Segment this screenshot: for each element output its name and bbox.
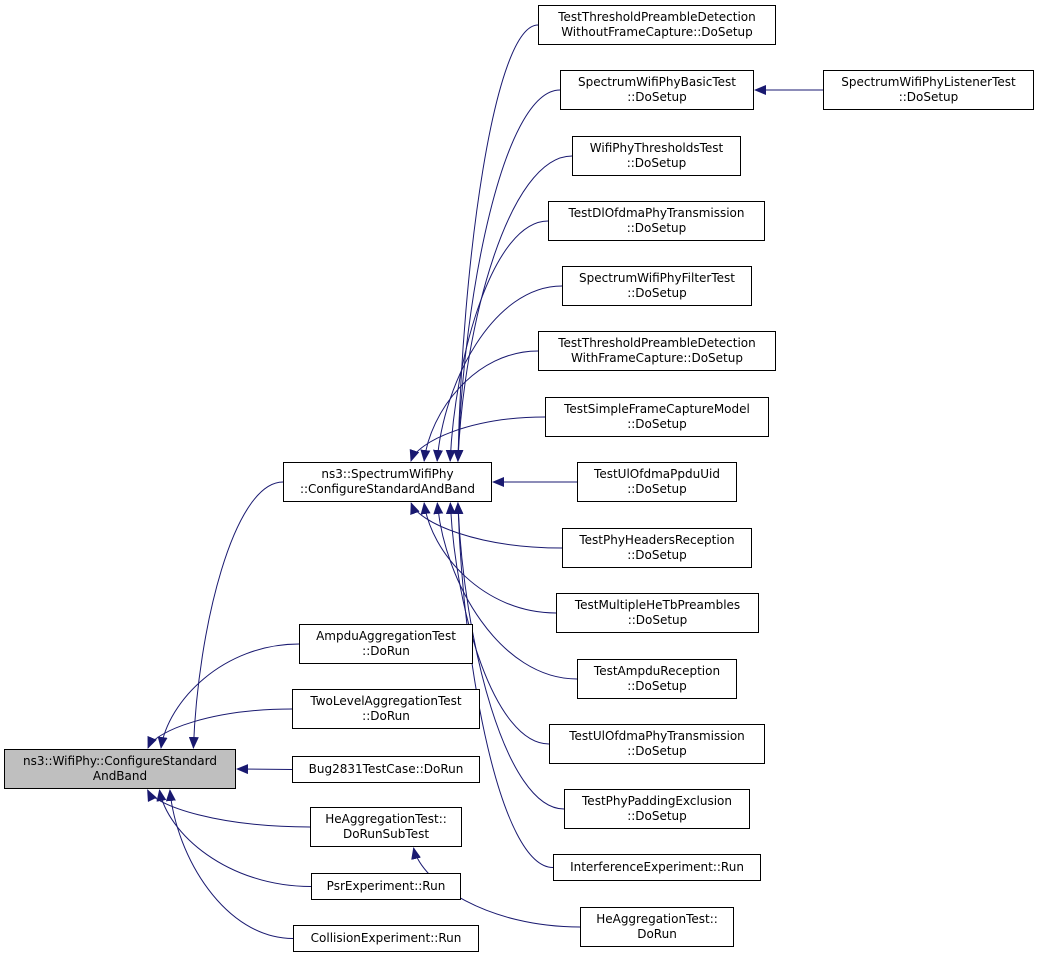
edge-n9-to-n1 [409, 416, 546, 462]
node-heaggregationtest-dorunsubtest[interactable]: HeAggregationTest:: DoRunSubTest [310, 807, 462, 847]
node-line2: AndBand [92, 769, 148, 783]
edge-n3-to-n1 [453, 89, 561, 462]
edge-n2-to-n1 [453, 24, 539, 462]
node-line2: ::DoSetup [627, 548, 687, 562]
edge-n23-to-n0 [165, 789, 294, 939]
node-line1: TestDlOfdmaPhyTransmission [568, 206, 745, 220]
node-line1: CollisionExperiment::Run [310, 931, 462, 945]
node-line1: HeAggregationTest:: [325, 812, 447, 826]
node-line1: TestUlOfdmaPpduUid [594, 467, 720, 481]
edge-n12-to-n1 [420, 502, 557, 614]
node-twolevelaggregationtest[interactable]: TwoLevelAggregationTest ::DoRun [292, 689, 480, 729]
node-line1: AmpduAggregationTest [316, 629, 456, 643]
node-line2: ::DoSetup [898, 90, 959, 104]
edge-n14-to-n1 [445, 502, 550, 745]
node-line1: ns3::SpectrumWifiPhy [321, 467, 454, 481]
node-line1: TestAmpduReception [593, 664, 721, 678]
node-line1: PsrExperiment::Run [326, 879, 446, 893]
node-testulofdmappduuid[interactable]: TestUlOfdmaPpduUid ::DoSetup [577, 462, 737, 502]
node-line2: WithoutFrameCapture::DoSetup [561, 25, 753, 39]
node-wifiphy-configurestandardandband[interactable]: ns3::WifiPhy::ConfigureStandard AndBand [4, 749, 236, 789]
node-line1: HeAggregationTest:: [596, 912, 718, 926]
edge-n17-to-n0 [157, 643, 300, 749]
node-line2: DoRun [637, 927, 677, 941]
edge-n18-to-n0 [147, 708, 293, 749]
node-testthresholdpreambledetection-withframecapture[interactable]: TestThresholdPreambleDetection WithFrame… [538, 331, 776, 371]
node-testphypaddingexclusion[interactable]: TestPhyPaddingExclusion ::DoSetup [564, 789, 750, 829]
edge-n21-to-n20 [411, 847, 581, 928]
edge-n22-to-n0 [156, 789, 312, 887]
node-line2: ::ConfigureStandardAndBand [299, 482, 476, 496]
node-spectrumwifiphylistenertest[interactable]: SpectrumWifiPhyListenerTest ::DoSetup [823, 70, 1034, 110]
edge-n11-to-n1 [410, 502, 563, 549]
node-line1: SpectrumWifiPhyBasicTest [578, 75, 736, 89]
node-line1: TestPhyPaddingExclusion [582, 794, 732, 808]
node-wifiphythresholdstest[interactable]: WifiPhyThresholdsTest ::DoSetup [572, 136, 741, 176]
edge-n5-to-n1 [453, 155, 573, 462]
node-line1: TestPhyHeadersReception [579, 533, 735, 547]
node-line2: ::DoSetup [627, 90, 687, 104]
node-line2: DoRunSubTest [342, 827, 430, 841]
node-testthresholdpreambledetection-withoutframecapture[interactable]: TestThresholdPreambleDetection WithoutFr… [538, 5, 776, 45]
node-line2: ::DoSetup [627, 286, 687, 300]
edge-n1-to-n0 [188, 481, 284, 749]
node-line1: ns3::WifiPhy::ConfigureStandard [23, 754, 217, 768]
node-line2: ::DoSetup [626, 221, 687, 235]
node-line2: ::DoSetup [627, 417, 687, 431]
edge-n8-to-n1 [420, 350, 539, 462]
edge-n20-to-n0 [147, 789, 311, 828]
node-testampdureception[interactable]: TestAmpduReception ::DoSetup [577, 659, 737, 699]
node-line2: ::DoRun [362, 709, 410, 723]
node-line1: SpectrumWifiPhyListenerTest [841, 75, 1016, 89]
edge-n19-to-n0 [236, 764, 293, 775]
node-testulofdmaphytransmission[interactable]: TestUlOfdmaPhyTransmission ::DoSetup [549, 724, 765, 764]
node-spectrumwifiphybasictest[interactable]: SpectrumWifiPhyBasicTest ::DoSetup [560, 70, 754, 110]
node-line1: TestThresholdPreambleDetection [558, 10, 756, 24]
node-line2: ::DoSetup [626, 156, 687, 170]
edge-n7-to-n1 [433, 285, 563, 462]
node-line1: TestMultipleHeTbPreambles [574, 598, 741, 612]
node-testphyheadersreception[interactable]: TestPhyHeadersReception ::DoSetup [562, 528, 752, 568]
node-line1: InterferenceExperiment::Run [570, 860, 744, 874]
node-line1: TestThresholdPreambleDetection [558, 336, 756, 350]
node-line2: ::DoSetup [627, 482, 687, 496]
node-line2: ::DoSetup [627, 744, 687, 758]
node-spectrumwifiphyfiltertest[interactable]: SpectrumWifiPhyFilterTest ::DoSetup [562, 266, 752, 306]
node-line1: Bug2831TestCase::DoRun [308, 762, 464, 776]
edge-n6-to-n1 [445, 220, 549, 462]
node-psrexperiment-run[interactable]: PsrExperiment::Run [311, 873, 461, 900]
node-line1: TwoLevelAggregationTest [310, 694, 462, 708]
node-line1: SpectrumWifiPhyFilterTest [579, 271, 735, 285]
node-testmultiplehetbpreambles[interactable]: TestMultipleHeTbPreambles ::DoSetup [556, 593, 759, 633]
node-interferenceexperiment-run[interactable]: InterferenceExperiment::Run [553, 854, 761, 881]
node-line2: ::DoSetup [627, 679, 687, 693]
node-line2: ::DoRun [362, 644, 410, 658]
node-bug2831testcase-dorun[interactable]: Bug2831TestCase::DoRun [292, 756, 480, 783]
node-ampduaggregationtest[interactable]: AmpduAggregationTest ::DoRun [299, 624, 473, 664]
node-line1: WifiPhyThresholdsTest [589, 141, 724, 155]
node-testdlofdmaphytransmission[interactable]: TestDlOfdmaPhyTransmission ::DoSetup [548, 201, 765, 241]
node-line2: ::DoSetup [627, 809, 687, 823]
edge-n13-to-n1 [433, 502, 578, 680]
node-spectrumwifiphy-configurestandardandband[interactable]: ns3::SpectrumWifiPhy ::ConfigureStandard… [283, 462, 492, 502]
edge-n16-to-n1 [453, 502, 554, 868]
node-line2: WithFrameCapture::DoSetup [571, 351, 743, 365]
node-line1: TestUlOfdmaPhyTransmission [569, 729, 745, 743]
node-line2: ::DoSetup [627, 613, 688, 627]
node-testsimpleframecapturemodel[interactable]: TestSimpleFrameCaptureModel ::DoSetup [545, 397, 769, 437]
node-collisionexperiment-run[interactable]: CollisionExperiment::Run [293, 925, 479, 952]
node-heaggregationtest-dorun[interactable]: HeAggregationTest:: DoRun [580, 907, 734, 947]
node-line1: TestSimpleFrameCaptureModel [564, 402, 750, 416]
edge-n15-to-n1 [453, 502, 565, 810]
